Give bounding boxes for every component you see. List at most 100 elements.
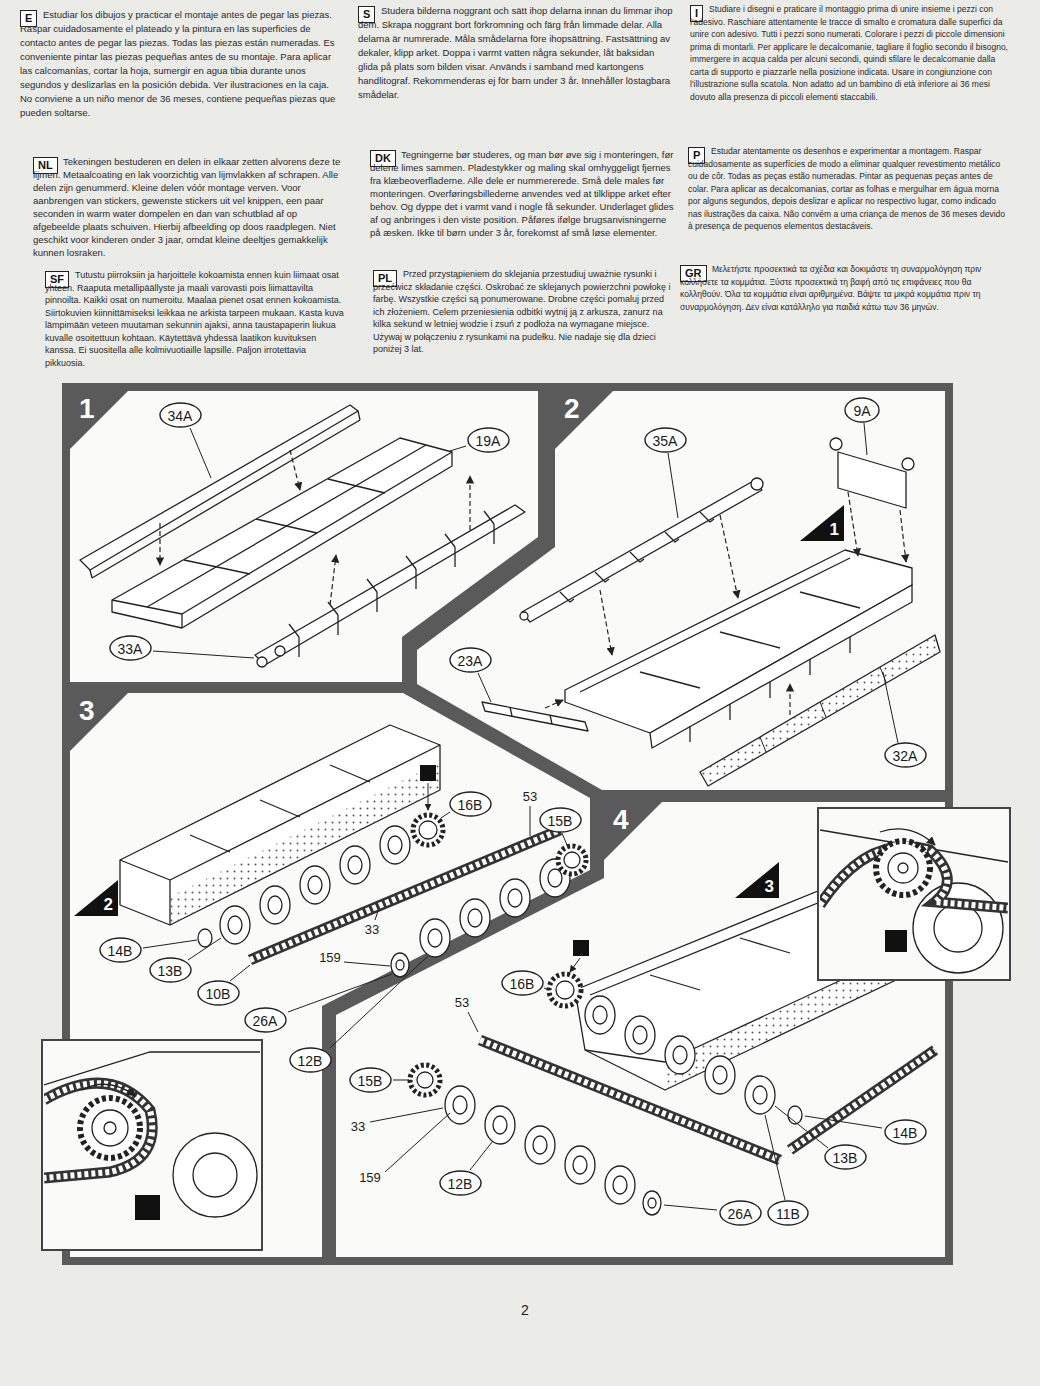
part-number: 14B xyxy=(108,943,133,959)
reference-step-triangle: 2 xyxy=(74,880,118,916)
assembly-arrows xyxy=(545,492,906,715)
reference-triangle-shape xyxy=(735,862,779,898)
reference-triangle-shape xyxy=(800,505,844,541)
instruction-text: Przed przystąpieniem do sklejania przest… xyxy=(373,268,673,356)
step-number-corner: 3 xyxy=(70,693,128,751)
part-number: 34A xyxy=(168,408,193,424)
part-number: 15B xyxy=(548,813,573,829)
part-callout: 33A xyxy=(109,635,152,661)
part-count-number: 159 xyxy=(359,1171,381,1186)
paint-square xyxy=(420,765,436,781)
road-wheels xyxy=(198,815,586,977)
plate-seams xyxy=(760,667,886,752)
part-number: 13B xyxy=(158,963,183,979)
step-number: 3 xyxy=(79,695,95,727)
hull-parts xyxy=(482,438,940,786)
part-number: 16B xyxy=(458,797,483,813)
reference-triangle-shape xyxy=(74,880,118,916)
part-callout: 10B xyxy=(197,980,240,1006)
part-callout: 16B xyxy=(449,791,492,817)
rivet-pattern xyxy=(700,635,940,786)
instruction-text: Studera bilderna noggrant och sätt ihop … xyxy=(358,4,676,102)
reference-step-triangle: 3 xyxy=(735,862,779,898)
part-number: 26A xyxy=(728,1206,753,1222)
part-count-number: 53 xyxy=(523,790,537,805)
part-count-number: 33 xyxy=(351,1120,365,1135)
step-corner-shape xyxy=(555,391,613,449)
part-number: 9A xyxy=(853,403,870,419)
step-corner-triangle xyxy=(555,391,613,449)
part-number: 13B xyxy=(833,1150,858,1166)
part-number: 14B xyxy=(893,1125,918,1141)
step-corner-triangle xyxy=(70,693,128,751)
step-number: 1 xyxy=(79,393,95,425)
leader-lines xyxy=(143,783,567,1048)
callout-outline xyxy=(502,971,543,995)
language-code: S xyxy=(363,8,370,20)
step-number-corner: 4 xyxy=(604,802,662,860)
step-number: 2 xyxy=(564,393,580,425)
reference-step-triangle: 1 xyxy=(800,505,844,541)
callout-outline xyxy=(450,648,491,672)
part-number: 26A xyxy=(253,1013,278,1029)
callout-outline xyxy=(825,1145,866,1169)
detail-inset xyxy=(818,808,1010,980)
part-number: 12B xyxy=(298,1053,323,1069)
step-number-corner: 2 xyxy=(555,391,613,449)
part-number: 23A xyxy=(458,653,483,669)
callout-outline xyxy=(100,938,141,962)
part-callout: 12B xyxy=(289,1047,332,1073)
callout-outline xyxy=(245,1008,286,1032)
leader-lines xyxy=(478,423,898,743)
step-panel xyxy=(417,391,945,790)
instruction-text: Μελετήστε προσεκτικά τα σχέδια και δοκιμ… xyxy=(680,263,1010,313)
callout-outline xyxy=(290,1048,331,1072)
part-callout: 19A xyxy=(467,427,510,453)
part-number: 11B xyxy=(776,1206,800,1222)
instruction-text: Studiare i disegni e praticare il montag… xyxy=(690,3,1012,103)
detail-inset xyxy=(42,1040,262,1250)
part-callout: 15B xyxy=(539,807,582,833)
part-callout: 16B xyxy=(501,970,544,996)
part-callout: 34A xyxy=(159,402,202,428)
callout-outline xyxy=(350,1068,391,1092)
assembly-arrows xyxy=(160,450,470,605)
part-callout: 12B xyxy=(439,1170,482,1196)
callout-outline xyxy=(150,958,191,982)
callout-outline xyxy=(768,1201,808,1225)
callout-outline xyxy=(645,428,686,452)
instruction-text: Tegningerne bør studeres, og man bør øve… xyxy=(370,148,676,239)
instruction-text: Tekeningen bestuderen en delen in elkaar… xyxy=(33,155,345,259)
part-number: 10B xyxy=(206,986,231,1002)
paint-square xyxy=(573,940,589,956)
step-corner-shape xyxy=(604,802,662,860)
callout-outline xyxy=(885,743,926,767)
part-callout: 14B xyxy=(884,1119,927,1145)
callout-outline xyxy=(845,398,879,422)
step-reference-number: 3 xyxy=(765,877,774,897)
part-count-number: 159 xyxy=(319,951,341,966)
instruction-text: Tutustu piirroksiin ja harjoittele kokoa… xyxy=(45,269,347,369)
part-callout: 13B xyxy=(149,957,192,983)
hull-parts xyxy=(80,405,525,667)
part-callout: 23A xyxy=(449,647,492,673)
part-number: 15B xyxy=(358,1073,383,1089)
part-callout: 13B xyxy=(824,1144,867,1170)
language-code: E xyxy=(25,12,32,24)
part-callout: 35A xyxy=(644,427,687,453)
callout-outline xyxy=(540,808,581,832)
instruction-text: Estudiar los dibujos y practicar el mont… xyxy=(20,8,342,120)
part-number: 16B xyxy=(510,976,535,992)
callout-outline xyxy=(440,1171,481,1195)
leader-lines xyxy=(370,958,882,1210)
part-callout: 9A xyxy=(844,397,880,423)
step-number: 4 xyxy=(613,804,629,836)
part-number: 33A xyxy=(118,641,143,657)
part-number: 19A xyxy=(476,433,501,449)
callout-outline xyxy=(720,1201,761,1225)
part-callout: 14B xyxy=(99,937,142,963)
leader-lines xyxy=(153,428,466,658)
part-count-number: 53 xyxy=(455,996,469,1011)
callout-outline xyxy=(468,428,509,452)
